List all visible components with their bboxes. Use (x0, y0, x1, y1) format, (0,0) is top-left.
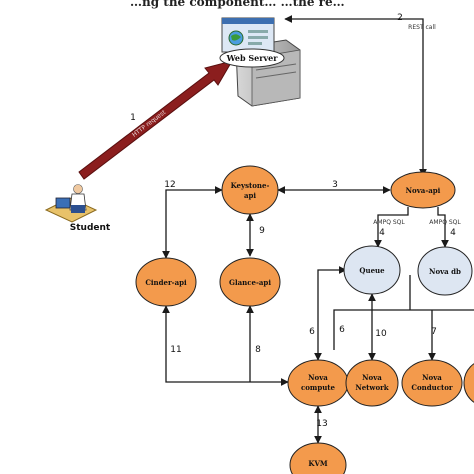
node-nova-api: Nova-api (390, 171, 456, 209)
edge-label-1: 1 (130, 113, 136, 123)
node-nova-conductor: Nova Conductor (401, 359, 463, 407)
edge-label-2: 2 (397, 13, 403, 23)
node-keystone-label-1: Keystone- (231, 181, 270, 190)
node-network-label-1: Nova (362, 373, 382, 382)
node-keystone-label-2: api (244, 191, 256, 200)
node-queue: Queue (343, 245, 401, 295)
edge-keystone-cinder (162, 186, 223, 259)
edge-label-6a: 6 (309, 327, 315, 337)
node-nova-compute: Nova compute (287, 359, 349, 407)
node-compute-label-2: compute (301, 383, 336, 392)
edge-label-10: 10 (375, 329, 387, 339)
node-nova-db: Nova db (417, 246, 473, 296)
edge-label-http: HTTP request (131, 109, 168, 139)
node-keystone-api: Keystone- api (221, 165, 279, 215)
node-glance-label: Glance-api (229, 278, 271, 287)
node-nova-api-label: Nova-api (406, 186, 441, 195)
node-conductor-label-1: Nova (422, 373, 442, 382)
node-cinder-api: Cinder-api (135, 257, 197, 307)
node-kvm: KVM (289, 442, 347, 474)
edge-label-3: 3 (332, 180, 338, 190)
edge-label-9: 9 (259, 226, 265, 236)
edge-label-11: 11 (170, 345, 181, 355)
edge-queue-compute (314, 266, 347, 361)
edge-label-ampq-sql-right: AMPQ SQL (429, 219, 461, 226)
node-queue-label: Queue (359, 266, 385, 275)
web-server-label: Web Server (226, 53, 279, 63)
edge-label-4-right: 4 (450, 228, 456, 238)
node-network-label-2: Network (355, 383, 388, 392)
node-conductor-label-2: Conductor (411, 383, 452, 392)
node-cinder-label: Cinder-api (145, 278, 187, 287)
node-nova-db-label: Nova db (429, 267, 461, 276)
edge-label-8: 8 (255, 345, 261, 355)
edge-label-7: 7 (431, 327, 437, 337)
edge-label-12: 12 (164, 180, 175, 190)
http-request-arrow: HTTP request (78, 60, 234, 180)
figure-title: …ng the component… …the re… (130, 0, 345, 9)
node-cropped-right (463, 363, 474, 403)
edge-label-rest-call: REST call (408, 24, 436, 31)
edge-label-13: 13 (316, 419, 327, 429)
student-computer-icon (44, 184, 98, 223)
edge-label-4-left: 4 (379, 228, 385, 238)
edge-label-6b: 6 (339, 325, 345, 335)
edge-nova-api-db (437, 207, 449, 248)
edge-rest-call (284, 15, 427, 177)
node-nova-network: Nova Network (345, 359, 399, 407)
edge-label-ampq-sql-left: AMPQ SQL (373, 219, 405, 226)
edge-nova-api-queue (374, 207, 409, 248)
edge-cinder-compute (162, 305, 289, 386)
node-compute-label-1: Nova (308, 373, 328, 382)
web-server-icon (219, 17, 301, 107)
node-kvm-label: KVM (308, 459, 328, 468)
edge-bus-compute (333, 309, 474, 350)
student-label: Student (70, 223, 111, 233)
node-glance-api: Glance-api (219, 257, 281, 307)
